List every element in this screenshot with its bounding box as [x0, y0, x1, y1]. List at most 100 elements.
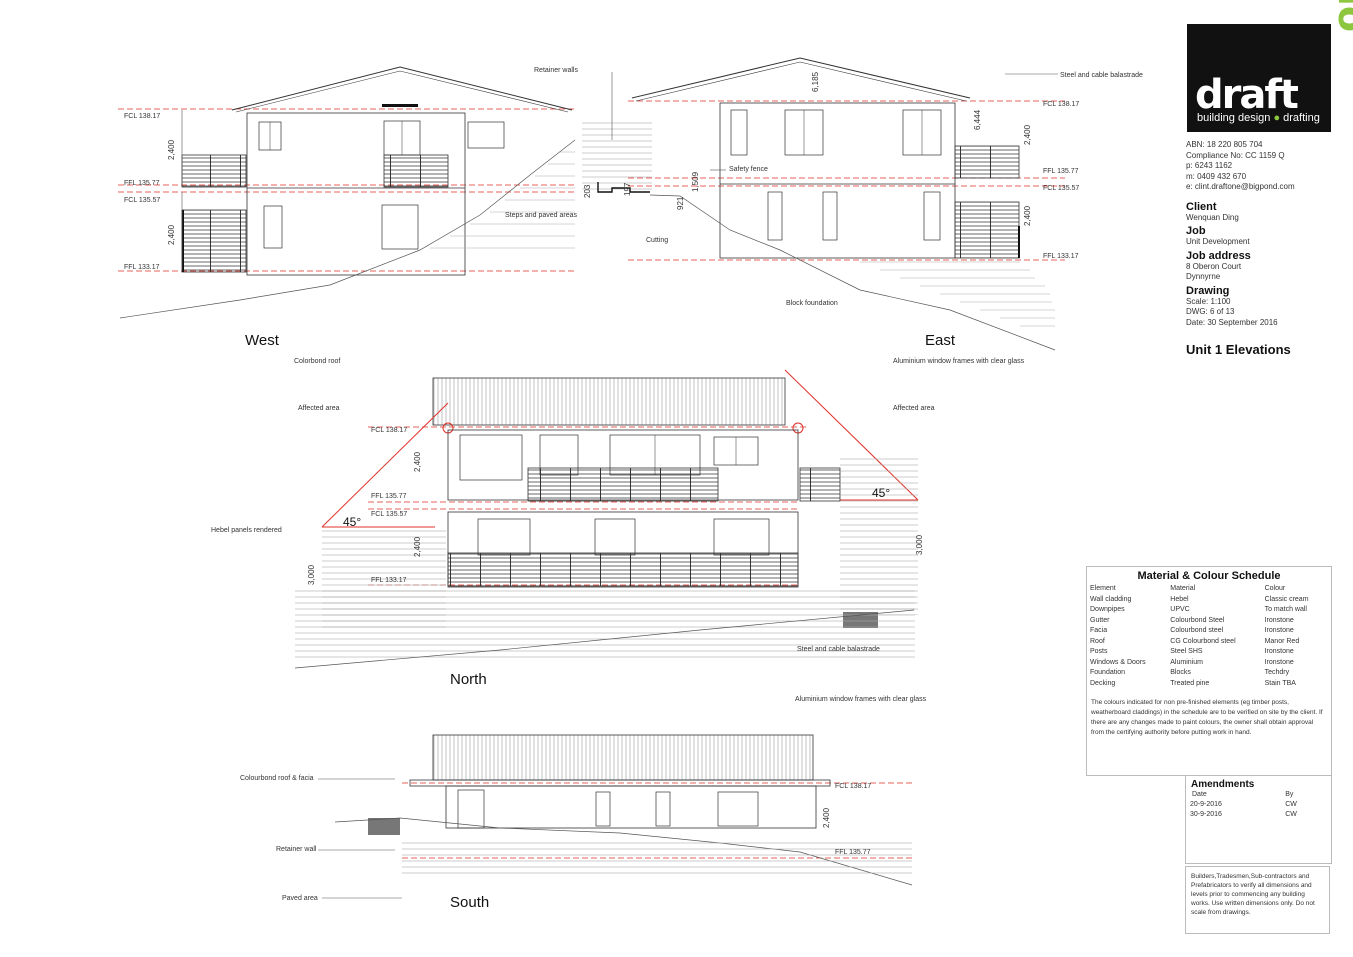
east-level-fcl-135: FCL 135.57	[1043, 185, 1079, 192]
cell: Decking	[1090, 679, 1116, 687]
cell: Ironstone	[1264, 658, 1294, 666]
cell: Hebel	[1170, 595, 1189, 603]
east-dim-203: 203	[583, 184, 592, 198]
cell: Colourbond Steel	[1170, 616, 1225, 624]
drawing-date: Date: 30 September 2016	[1186, 317, 1278, 327]
schedule-table: Element Material Colour Wall cladding Heb…	[1090, 584, 1328, 689]
address-heading: Job address	[1186, 249, 1251, 262]
north-level-ffl-133: FFL 133.17	[371, 577, 407, 584]
cell: Aluminium	[1170, 658, 1203, 666]
dwg-number: DWG: 6 of 13	[1186, 307, 1235, 316]
east-label-balustrade: Steel and cable balastrade	[1060, 72, 1143, 79]
east-label-retainer: Retainer walls	[534, 67, 578, 74]
east-dim-lower: 2,400	[1023, 205, 1032, 226]
cell: Classic cream	[1264, 595, 1309, 603]
material-colour-schedule: Material & Colour Schedule Element Mater…	[1086, 566, 1332, 776]
east-view-title: East	[925, 332, 956, 349]
cell: Windows & Doors	[1090, 658, 1146, 666]
amendments-header-row: Date By	[1190, 790, 1320, 800]
north-label-hebel: Hebel panels rendered	[211, 527, 282, 534]
west-dim-upper: 2,400	[167, 139, 176, 160]
north-label-affected-left: Affected area	[298, 405, 340, 412]
table-row: Windows & Doors Aluminium Ironstone	[1090, 658, 1328, 669]
north-dim-upper: 2,400	[413, 451, 422, 472]
schedule-col-element: Element	[1090, 585, 1116, 592]
cell: Stain TBA	[1264, 679, 1296, 687]
cell: Colourbond steel	[1170, 627, 1224, 634]
cell: CW	[1285, 801, 1297, 808]
cell: UPVC	[1170, 606, 1190, 613]
cell: Steel SHS	[1170, 648, 1203, 655]
south-label-retainer: Retainer wall	[276, 846, 317, 853]
schedule-note: The colours indicated for non pre-finish…	[1091, 699, 1323, 736]
cell: CW	[1285, 811, 1297, 818]
table-row: 30-9-2016 CW	[1190, 810, 1320, 820]
address-line-2: Dynnyrne	[1186, 272, 1221, 281]
north-level-ffl-135: FFL 135.77	[371, 493, 407, 500]
firm-logo: draft one building design ● drafting	[1187, 0, 1353, 132]
drawing-heading: Drawing	[1186, 284, 1230, 297]
email: e: clint.draftone@bigpond.com	[1186, 182, 1295, 191]
amendments-col-by: By	[1285, 791, 1294, 798]
west-elevation: FCL 138.17 FFL 135.77 FCL 135.57 FFL 133…	[118, 66, 576, 349]
north-level-fcl-135: FCL 135.57	[371, 511, 407, 518]
tagline-2: drafting	[1283, 112, 1320, 124]
cell: Treated pine	[1170, 679, 1210, 687]
north-view-title: North	[450, 671, 487, 688]
cell: Posts	[1090, 648, 1108, 655]
client-value: Wenquan Ding	[1186, 212, 1239, 222]
cell: 30-9-2016	[1190, 811, 1222, 818]
north-angle-right: 45°	[872, 486, 890, 500]
mobile: m: 0409 432 670	[1186, 171, 1247, 181]
phone: p: 6243 1162	[1186, 161, 1233, 170]
project-info: ABN: 18 220 805 704 Compliance No: CC 11…	[1186, 140, 1346, 357]
cell: Roof	[1090, 637, 1105, 645]
compliance: Compliance No: CC 1159 Q	[1186, 150, 1285, 160]
west-view-title: West	[245, 332, 280, 349]
east-dim-balustrade: 6,444	[973, 109, 982, 130]
cell: Blocks	[1170, 669, 1191, 676]
east-dim-upper: 2,400	[1023, 124, 1032, 145]
schedule-header-row: Element Material Colour	[1090, 584, 1328, 595]
east-label-safety: Safety fence	[729, 166, 768, 173]
cell: Gutter	[1090, 616, 1110, 624]
east-label-steps: Steps and paved areas	[505, 212, 577, 219]
logo-word: draft	[1195, 72, 1299, 118]
south-label-roof: Colourbond roof & facia	[240, 775, 314, 782]
cell: Ironstone	[1264, 627, 1294, 634]
north-label-frames: Aluminium window frames with clear glass	[893, 358, 1025, 365]
west-level-fcl-135: FCL 135.57	[124, 197, 160, 204]
job-heading: Job	[1186, 225, 1206, 237]
north-dim-lower: 2,400	[413, 536, 422, 557]
south-elevation: Colourbond roof & facia Retainer wall Pa…	[240, 734, 913, 911]
amendments-col-date: Date	[1192, 791, 1207, 798]
east-dim-197: 197	[623, 182, 632, 196]
schedule-title: Material & Colour Schedule	[1137, 570, 1281, 582]
east-level-fcl-138: FCL 138.17	[1043, 101, 1079, 108]
east-dim-1509: 1,509	[691, 171, 700, 192]
south-view-title: South	[450, 894, 489, 911]
cell: Wall cladding	[1090, 595, 1132, 603]
abn: ABN: 18 220 805 704	[1186, 140, 1263, 149]
cell: CG Colourbond steel	[1170, 637, 1236, 645]
table-row: Decking Treated pine Stain TBA	[1090, 679, 1328, 690]
north-dim-3000-right: 3,000	[915, 534, 924, 555]
north-elevation: Colorbond roof Aluminium window frames w…	[211, 358, 1025, 703]
address-line-1: 8 Oberon Court	[1186, 261, 1242, 271]
scale: Scale: 1:100	[1186, 296, 1231, 306]
client-heading: Client	[1186, 200, 1217, 213]
north-label-roof: Colorbond roof	[294, 358, 340, 365]
cell: Downpipes	[1090, 606, 1125, 613]
cell: Foundation	[1090, 669, 1126, 676]
cell: Ironstone	[1264, 616, 1294, 624]
north-label-frames-2: Aluminium window frames with clear glass	[795, 696, 927, 703]
